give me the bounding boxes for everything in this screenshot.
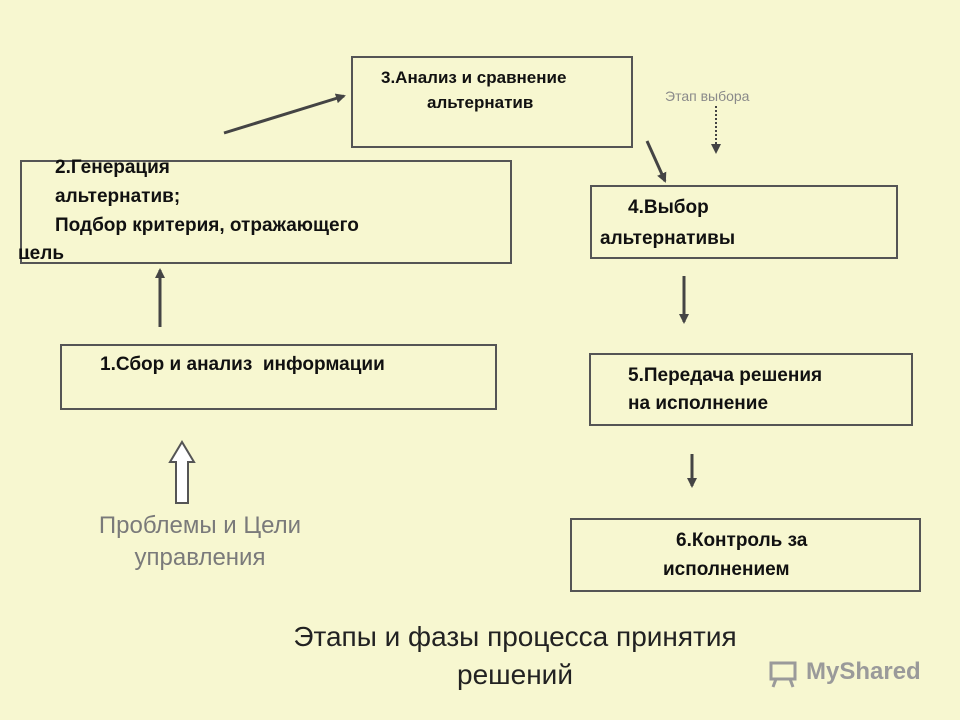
arrow-3-to-4: [645, 140, 667, 183]
box-generation-line3: Подбор критерия, отражающего: [55, 215, 359, 236]
problems-label-line2: управления: [134, 544, 266, 571]
box-transfer-line1: 5.Передача решения: [628, 365, 823, 386]
box-generation: [20, 160, 512, 264]
box-control: [570, 518, 921, 592]
box-generation-line2: альтернатив;: [55, 186, 181, 207]
box-collection-line1: 1.Сбор и анализ информации: [100, 354, 385, 375]
problems-label-line1: Проблемы и Цели: [98, 512, 302, 539]
box-choice-line1: 4.Выбор: [628, 197, 709, 218]
arrow-2-to-3: [223, 93, 346, 135]
box-choice: [590, 185, 898, 259]
box-control-line1: 6.Контроль за: [676, 530, 808, 551]
box-transfer-line2: на исполнение: [628, 393, 769, 414]
page-title: Этапы и фазы процесса принятия решений: [215, 618, 815, 694]
page-title-line1: Этапы и фазы процесса принятия: [293, 621, 737, 652]
box-generation-line4: цель: [18, 243, 64, 259]
box-generation-line1: 2.Генерация: [55, 157, 170, 178]
box-collection: [60, 344, 497, 410]
box-control-line2: исполнением: [663, 559, 790, 580]
hollow-up-arrow: [168, 440, 196, 504]
watermark-text: MyShared: [806, 658, 921, 685]
box-transfer: [589, 353, 913, 426]
box-analysis: [351, 56, 633, 148]
box-analysis-line2: альтернатив: [427, 93, 534, 112]
box-analysis-line1: 3.Анализ и сравнение: [381, 68, 567, 87]
problems-label: Проблемы и Цели управления: [80, 510, 320, 574]
page-title-line2: решений: [457, 659, 573, 690]
presentation-board-icon: [769, 661, 797, 688]
box-choice-line2: альтернативы: [600, 228, 736, 249]
stage-label: Этап выбора: [665, 88, 750, 104]
